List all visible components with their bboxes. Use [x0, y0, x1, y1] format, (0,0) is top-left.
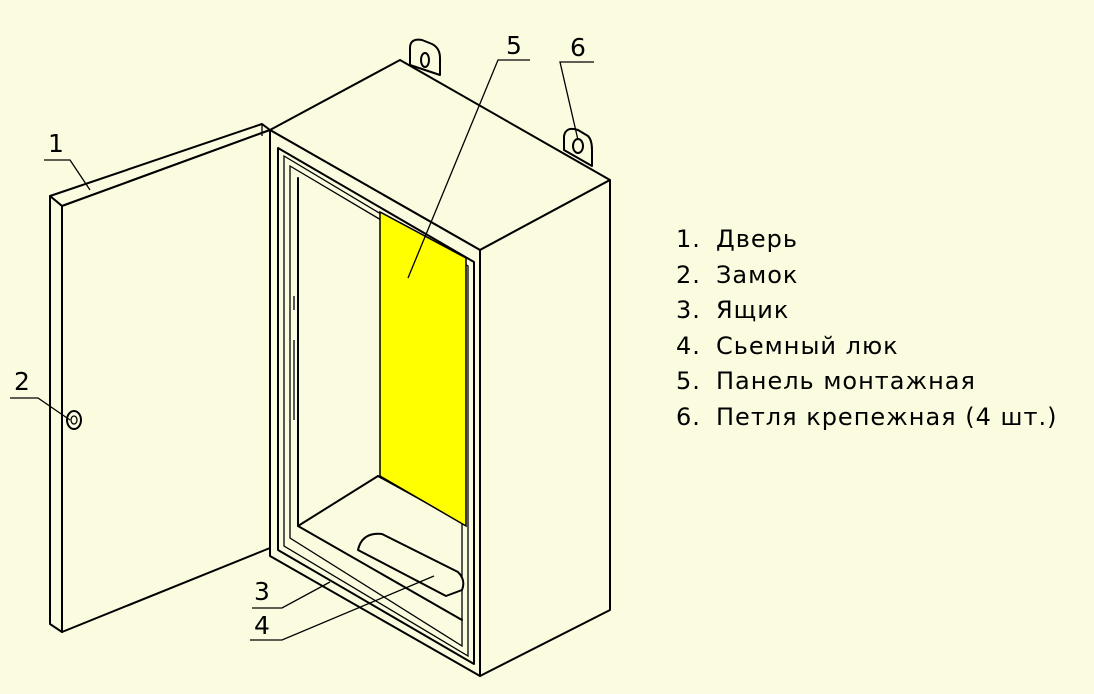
- callout-1: 1: [48, 129, 64, 158]
- callout-5: 5: [506, 31, 522, 60]
- legend-label: Панель монтажная: [716, 367, 976, 396]
- parts-legend: 1.Дверь 2.Замок 3.Ящик 4.Сьемный люк 5.П…: [676, 222, 1057, 436]
- removable-hatch: [357, 532, 465, 597]
- callout-4: 4: [254, 611, 270, 640]
- legend-item-panel: 5.Панель монтажная: [676, 367, 976, 396]
- legend-label: Дверь: [716, 225, 799, 253]
- legend-label: Ящик: [716, 296, 790, 325]
- legend-item-lug: 6.Петля крепежная (4 шт.): [676, 402, 1058, 431]
- door-lock: [66, 410, 82, 430]
- callout-2: 2: [14, 367, 30, 396]
- legend-item-lock: 2.Замок: [676, 260, 799, 289]
- callout-3: 3: [254, 577, 270, 606]
- legend-item-door: 1.Дверь: [676, 225, 799, 253]
- legend-label: Петля крепежная (4 шт.): [716, 402, 1058, 431]
- legend-item-box: 3.Ящик: [676, 296, 790, 325]
- cabinet-side-face: [479, 179, 611, 677]
- callout-6: 6: [570, 33, 586, 62]
- leader-lines: [10, 59, 594, 641]
- legend-label: Замок: [716, 260, 799, 289]
- mounting-panel: [379, 210, 467, 528]
- legend-label: Сьемный люк: [716, 331, 899, 360]
- mounting-lug-top-left: [409, 38, 441, 76]
- legend-item-hatch: 4.Сьемный люк: [676, 331, 899, 360]
- door: [49, 123, 271, 633]
